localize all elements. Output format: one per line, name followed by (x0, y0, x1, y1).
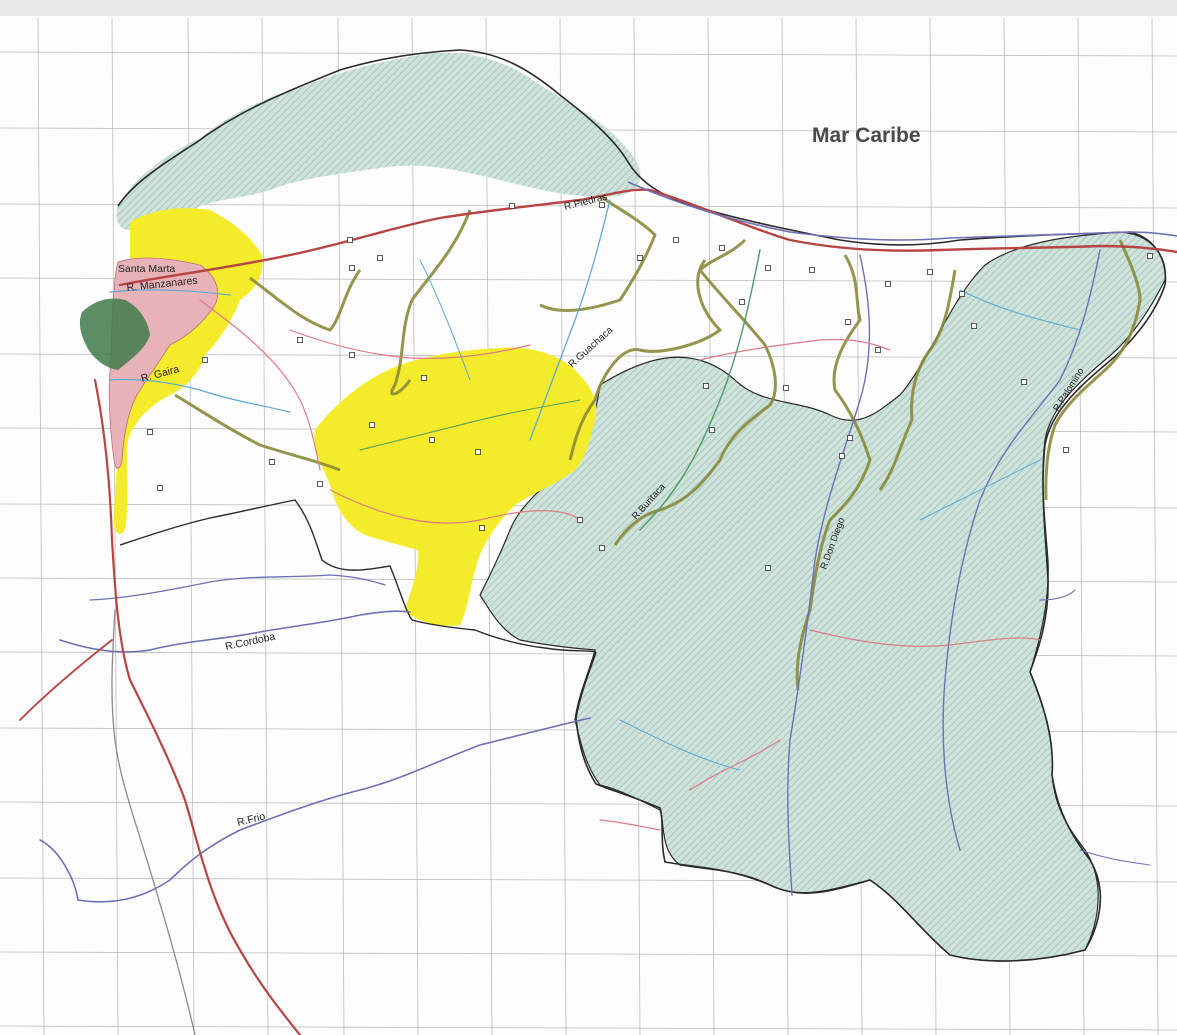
secondary-road-central (289, 329, 531, 360)
settlement-marker (269, 459, 275, 465)
grid-line-vertical (37, 17, 45, 1035)
settlement-marker (845, 319, 851, 325)
grid-line-vertical (1151, 17, 1159, 1035)
highway-west-branch (19, 639, 113, 721)
settlement-marker (349, 265, 355, 271)
settlement-marker (839, 453, 845, 459)
dark-forest-patch (79, 298, 150, 370)
settlement-marker (637, 255, 643, 261)
settlement-marker (297, 337, 303, 343)
settlement-marker (847, 435, 853, 441)
settlement-marker (421, 375, 427, 381)
sea-label: Mar Caribe (812, 124, 921, 147)
secondary-road-east (699, 338, 891, 361)
river-guachaca-line (529, 199, 611, 441)
settlement-marker (739, 299, 745, 305)
river-buritaca-line (639, 249, 761, 531)
river-frio-line (39, 717, 591, 903)
settlement-marker (479, 525, 485, 531)
settlement-marker (783, 385, 789, 391)
settlement-marker (959, 291, 965, 297)
settlement-marker (577, 517, 583, 523)
river-south-tributary-2 (1079, 849, 1151, 866)
river-don-diego-line (787, 254, 871, 896)
river-east-tributary (959, 289, 1081, 331)
central-yellow-zone (314, 347, 597, 626)
top-scan-shadow (0, 0, 1177, 16)
settlement-marker (599, 202, 605, 208)
river-gaira-line (109, 378, 291, 413)
settlement-marker (1021, 379, 1027, 385)
settlement-marker (885, 281, 891, 287)
settlement-marker (369, 422, 375, 428)
settlement-marker (765, 265, 771, 271)
river-palomino-line (942, 249, 1101, 851)
river-cordoba-upper (89, 574, 386, 601)
settlement-marker (703, 383, 709, 389)
grid-line-vertical (337, 17, 345, 1035)
label-santa-marta: Santa Marta (118, 263, 175, 275)
watershed-divides (174, 194, 1142, 691)
coastal-protected-area (116, 52, 641, 231)
river-eastern-border-line (1039, 589, 1076, 601)
railway-line (111, 609, 196, 1035)
settlement-marker (202, 357, 208, 363)
secondary-road-southeast (809, 629, 1041, 647)
eastern-protected-area (479, 231, 1166, 962)
settlement-marker (475, 449, 481, 455)
settlement-marker (809, 267, 815, 273)
secondary-road-south (689, 739, 781, 791)
settlement-marker (875, 347, 881, 353)
settlement-marker (377, 255, 383, 261)
settlement-marker (349, 352, 355, 358)
secondary-road-west (199, 299, 321, 471)
secondary-road-southwest (599, 819, 661, 831)
settlement-marker (1063, 447, 1069, 453)
settlement-marker (317, 481, 323, 487)
river-south-tributary (619, 719, 741, 771)
river-central-tributary-2 (419, 259, 471, 381)
settlement-marker (429, 437, 435, 443)
settlement-marker (765, 565, 771, 571)
coastline (627, 181, 1177, 241)
road-network (19, 188, 1177, 1035)
troncal-caribe-south (93, 378, 302, 1035)
settlement-marker (509, 203, 515, 209)
southern-boundary (119, 499, 597, 653)
settlement-marker (147, 429, 153, 435)
settlement-marker (927, 269, 933, 275)
river-network (39, 199, 1151, 903)
river-manzanares-line (109, 289, 231, 296)
settlement-marker (673, 237, 679, 243)
municipality-boundary (117, 49, 1167, 962)
settlement-markers (147, 202, 1153, 571)
grid-line-horizontal (0, 1025, 1177, 1031)
settlement-marker (971, 323, 977, 329)
settlement-marker (709, 427, 715, 433)
river-central-tributary (359, 399, 581, 451)
settlement-marker (599, 545, 605, 551)
settlement-marker (1147, 253, 1153, 259)
settlement-marker (347, 237, 353, 243)
secondary-road-yellow (329, 489, 581, 524)
settlement-marker (157, 485, 163, 491)
grid-line-horizontal (0, 51, 1177, 57)
settlement-marker (719, 245, 725, 251)
coastal-highway (118, 188, 1177, 287)
river-east-tributary-2 (919, 459, 1041, 521)
